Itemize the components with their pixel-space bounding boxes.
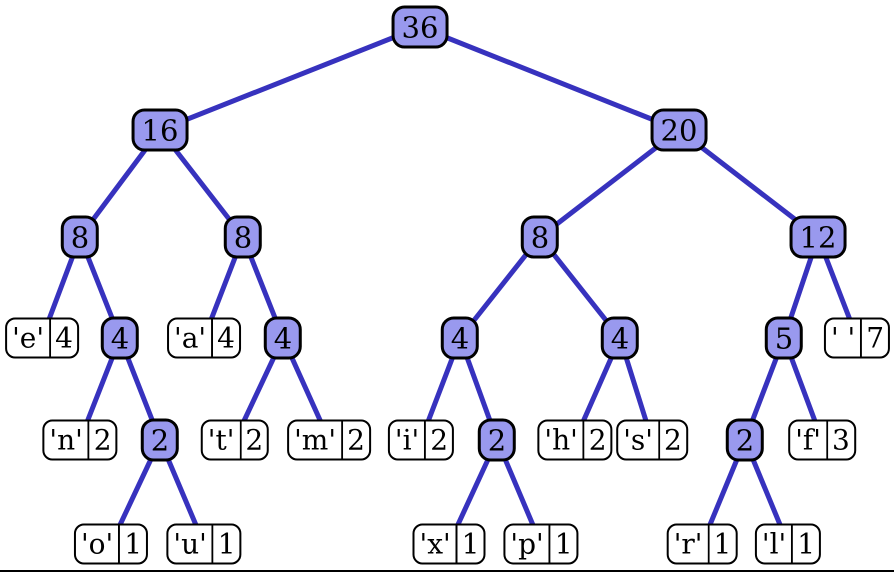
tree-leaf-node-e4: 'e'4 xyxy=(5,317,79,359)
tree-leaf-node-a4: 'a'4 xyxy=(167,317,241,359)
leaf-char: 's' xyxy=(618,421,660,459)
leaf-char: 'e' xyxy=(7,319,52,357)
tree-internal-node-4-i4a: 4 xyxy=(100,316,140,360)
leaf-count: 4 xyxy=(217,321,235,355)
tree-leaf-node-n2: 'n'2 xyxy=(42,419,118,461)
tree-leaf-node-sp7: ' '7 xyxy=(823,317,891,359)
tree-leaf-node-m2: 'm'2 xyxy=(287,419,371,461)
tree-leaf-node-r1: 'r'1 xyxy=(666,523,738,565)
leaf-count: 4 xyxy=(55,321,73,355)
tree-leaf-node-s2: 's'2 xyxy=(616,419,688,461)
leaf-count: 2 xyxy=(93,423,112,457)
tree-internal-node-2-i2c: 2 xyxy=(725,418,765,462)
leaf-char: 'x' xyxy=(414,525,458,563)
tree-edge-i36-i16 xyxy=(157,24,423,133)
tree-leaf-node-p1: 'p'1 xyxy=(503,523,579,565)
tree-leaf-node-li2: 'i'2 xyxy=(387,419,455,461)
leaf-char: 'p' xyxy=(505,525,551,563)
tree-edge-i36-i20 xyxy=(417,24,682,133)
leaf-char: 'f' xyxy=(790,421,828,459)
tree-internal-node-4-i4c: 4 xyxy=(440,316,480,360)
tree-leaf-node-f3: 'f'3 xyxy=(788,419,856,461)
leaf-char: 'u' xyxy=(168,525,214,563)
bottom-rule xyxy=(0,570,894,572)
leaf-char: 'r' xyxy=(669,525,710,563)
leaf-count: 2 xyxy=(588,423,607,457)
leaf-char: 't' xyxy=(203,421,242,459)
leaf-char: 'i' xyxy=(390,421,427,459)
leaf-char: 'o' xyxy=(76,525,121,563)
leaf-char: 'l' xyxy=(757,525,794,563)
tree-leaf-node-t2: 't'2 xyxy=(200,419,270,461)
tree-internal-node-8-i8l: 8 xyxy=(60,215,100,259)
leaf-count: 2 xyxy=(347,423,365,457)
tree-leaf-node-o1: 'o'1 xyxy=(73,523,149,565)
tree-leaf-node-h2: 'h'2 xyxy=(537,419,613,461)
leaf-count: 2 xyxy=(245,423,264,457)
tree-internal-node-2-i2a: 2 xyxy=(140,418,180,462)
tree-internal-node-4-i4d: 4 xyxy=(600,316,640,360)
leaf-count: 2 xyxy=(430,423,449,457)
leaf-count: 3 xyxy=(831,423,850,457)
tree-internal-node-20-i20: 20 xyxy=(650,108,708,152)
tree-internal-node-8-i8m: 8 xyxy=(223,215,263,259)
leaf-char: 'm' xyxy=(289,421,344,459)
leaf-count: 1 xyxy=(797,527,816,561)
tree-leaf-node-u1: 'u'1 xyxy=(166,523,242,565)
tree-internal-node-12-i12: 12 xyxy=(789,215,847,259)
tree-leaf-node-x1: 'x'1 xyxy=(412,523,486,565)
leaf-count: 1 xyxy=(461,527,480,561)
tree-leaf-node-l1: 'l'1 xyxy=(754,523,822,565)
tree-internal-node-2-i2b: 2 xyxy=(477,418,517,462)
tree-internal-node-4-i4b: 4 xyxy=(263,316,303,360)
leaf-char: ' ' xyxy=(826,319,863,357)
tree-internal-node-8-i8r: 8 xyxy=(520,215,560,259)
leaf-count: 7 xyxy=(866,321,885,355)
leaf-count: 1 xyxy=(554,527,573,561)
leaf-count: 1 xyxy=(217,527,236,561)
tree-internal-node-16-i16: 16 xyxy=(131,108,189,152)
leaf-char: 'a' xyxy=(169,319,214,357)
tree-internal-node-5-i5: 5 xyxy=(764,316,804,360)
leaf-char: 'n' xyxy=(44,421,90,459)
leaf-count: 1 xyxy=(124,527,143,561)
leaf-count: 1 xyxy=(713,527,732,561)
leaf-count: 2 xyxy=(663,423,682,457)
leaf-char: 'h' xyxy=(539,421,585,459)
tree-internal-node-36-i36: 36 xyxy=(391,5,449,49)
